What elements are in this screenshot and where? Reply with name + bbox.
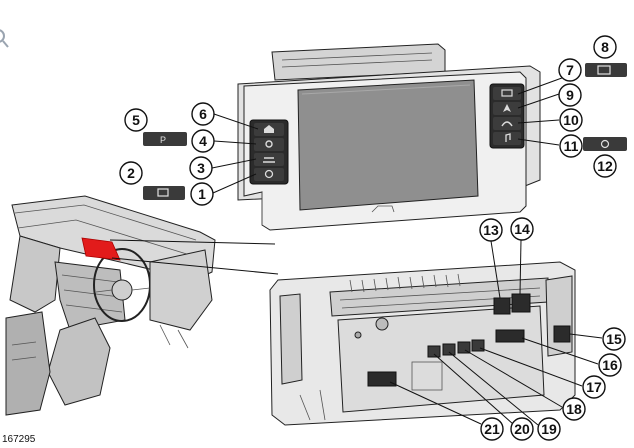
settings-icon — [265, 140, 273, 148]
navigation-icon — [503, 104, 511, 112]
settings-button[interactable] — [254, 138, 284, 151]
callout-label: 4 — [199, 133, 207, 149]
callout-19: 19 — [537, 417, 561, 441]
phone-icon — [263, 157, 275, 163]
callout-13: 13 — [479, 218, 503, 242]
callout-16: 16 — [598, 353, 622, 377]
connector-19 — [442, 343, 456, 356]
split-screen-icon — [597, 65, 611, 75]
button-inset-8 — [585, 63, 627, 77]
callout-10: 10 — [559, 108, 583, 132]
right-button-panel — [489, 83, 525, 149]
media-icon — [505, 133, 511, 142]
phone-button[interactable] — [254, 153, 284, 166]
callout-label: 15 — [606, 331, 622, 347]
callout-18: 18 — [562, 397, 586, 421]
vehicle-interior — [5, 195, 216, 416]
connector-18 — [457, 341, 471, 354]
callout-1: 1 — [190, 182, 214, 206]
callout-label: 16 — [602, 357, 618, 373]
callout-label: 8 — [601, 39, 609, 55]
callout-label: 3 — [197, 160, 205, 176]
callout-20: 20 — [510, 417, 534, 441]
parking-icon: P — [160, 135, 166, 145]
callout-3: 3 — [189, 156, 213, 180]
button-inset-12 — [583, 137, 627, 151]
screen-icon — [157, 188, 169, 197]
callout-12: 12 — [593, 154, 617, 178]
callout-8: 8 — [593, 35, 617, 59]
display-icon — [501, 89, 513, 97]
unit-location-highlight — [81, 237, 121, 261]
callout-label: 17 — [586, 379, 602, 395]
callout-label: 1 — [198, 186, 206, 202]
navigation-button[interactable] — [493, 102, 521, 115]
telephone-button[interactable] — [493, 117, 521, 130]
button-inset-5: P — [143, 132, 187, 146]
home-button[interactable] — [254, 123, 284, 136]
connector-13 — [493, 297, 511, 315]
eject-icon — [600, 139, 610, 149]
callout-label: 12 — [597, 158, 613, 174]
controller-rear-unit — [269, 261, 576, 426]
connector-14 — [511, 293, 531, 313]
connector-20 — [427, 345, 441, 358]
display-button[interactable] — [493, 87, 521, 100]
connector-21 — [367, 371, 397, 387]
figure-reference: 167295 — [2, 434, 36, 445]
home-icon — [264, 125, 274, 133]
callout-4: 4 — [191, 129, 215, 153]
connector-15 — [553, 325, 571, 343]
power-button[interactable] — [254, 168, 284, 181]
connector-16 — [495, 329, 525, 343]
power-icon — [264, 169, 274, 179]
callout-17: 17 — [582, 375, 606, 399]
callout-9: 9 — [558, 83, 582, 107]
left-button-panel — [249, 119, 289, 185]
callout-label: 20 — [514, 421, 530, 437]
callout-label: 11 — [564, 138, 579, 154]
callout-label: 2 — [127, 165, 135, 181]
connector-17 — [471, 339, 485, 352]
button-inset-2 — [143, 186, 185, 200]
callout-label: 10 — [563, 112, 579, 128]
callout-5: 5 — [124, 108, 148, 132]
magnifier-icon — [0, 29, 9, 48]
callout-label: 18 — [566, 401, 582, 417]
telephone-icon — [501, 121, 513, 127]
callout-2: 2 — [119, 161, 143, 185]
touchscreen-front-unit — [237, 43, 541, 231]
callout-label: 14 — [514, 221, 530, 237]
callout-label: 5 — [132, 112, 140, 128]
callout-11: 11 — [559, 134, 583, 158]
callout-21: 21 — [480, 417, 504, 441]
callout-label: 7 — [566, 62, 574, 78]
callout-15: 15 — [602, 327, 626, 351]
callout-label: 21 — [484, 421, 500, 437]
callout-label: 13 — [483, 222, 499, 238]
callout-14: 14 — [510, 217, 534, 241]
callout-label: 9 — [566, 87, 574, 103]
media-button[interactable] — [493, 132, 521, 145]
callout-7: 7 — [558, 58, 582, 82]
callout-label: 19 — [541, 421, 557, 437]
callout-6: 6 — [191, 102, 215, 126]
callout-label: 6 — [199, 106, 207, 122]
